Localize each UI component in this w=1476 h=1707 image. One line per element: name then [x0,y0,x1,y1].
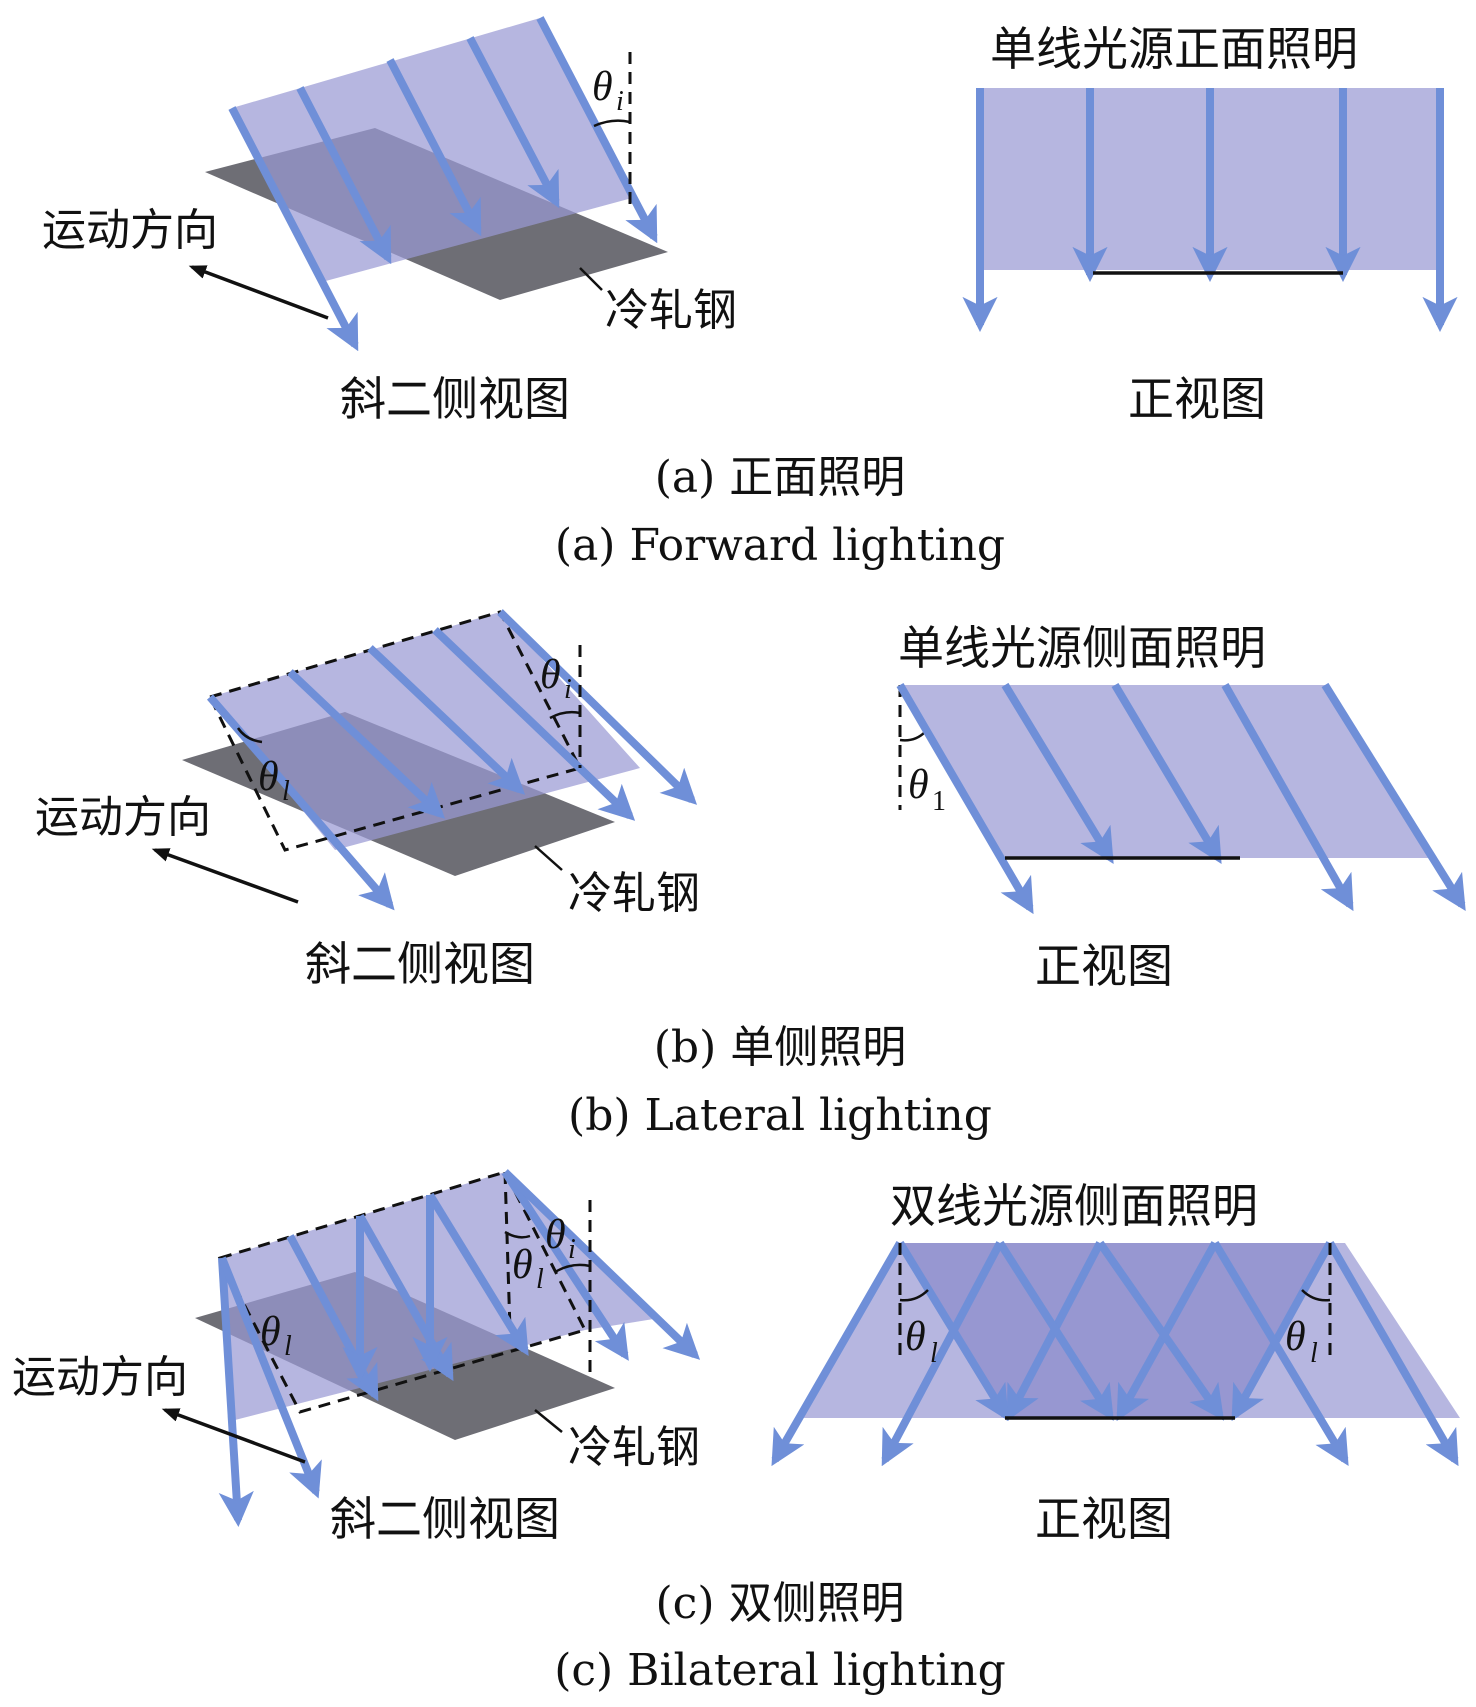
panel-c-oblique-view: θ i θ l θ l 运动方向 冷轧钢 斜二侧视图 [12,1169,701,1546]
light-ray [1001,682,1114,865]
light-ray [1211,1240,1349,1467]
panel-b: θ i θ l 运动方向 冷轧钢 斜二侧视图 单线光源侧面照明 θ 1 正视图 [35,609,1466,1141]
theta-1-symbol: θ [908,762,929,808]
angle-arc [899,731,926,742]
light-ray [296,86,392,265]
light-ray [228,106,359,352]
motion-direction-arrow [188,265,329,320]
light-ray [881,1241,1004,1467]
front-view-label: 正视图 [1035,1492,1173,1546]
caption-en: (c) Bilateral lighting [554,1645,1006,1696]
light-ray [1221,683,1354,912]
theta-l-symbol: θ [512,1242,533,1288]
theta-l-symbol: θ [260,1309,281,1355]
angle-arc [899,1289,929,1302]
steel-leader-line [534,1409,563,1433]
caption-en: (b) Lateral lighting [568,1090,992,1141]
overlap-region [900,1243,1330,1418]
dashed-plane-outline [207,610,583,852]
motion-direction-label: 运动方向 [12,1352,188,1403]
light-ray [432,627,636,821]
light-ray [896,1240,1009,1422]
panel-a-oblique-view: θ i 运动方向 冷轧钢 斜二侧视图 [42,16,737,426]
motion-direction-label: 运动方向 [35,792,211,843]
light-ray [1111,682,1222,865]
angle-arc [554,1263,591,1274]
theta-i-subscript: i [564,674,572,705]
steel-leader-line [534,845,563,871]
light-ray [1321,682,1466,911]
panel-b-front-view: 单线光源侧面照明 θ 1 正视图 [896,621,1466,993]
light-ray [218,1257,254,1528]
light-ray [218,1256,322,1499]
steel-leader-line [579,267,603,291]
light-ray [426,1192,529,1357]
panel-b-oblique-view: θ i θ l 运动方向 冷轧钢 斜二侧视图 [35,609,700,991]
light-plane [232,18,632,282]
light-ray [497,609,698,805]
theta-l-subscript: l [930,1338,938,1369]
oblique-view-label: 斜二侧视图 [330,1492,560,1546]
motion-direction-arrow [151,848,299,904]
light-ray [996,1240,1114,1421]
light-ray [1116,1241,1219,1422]
light-plane [210,612,640,850]
front-view-label: 正视图 [1128,372,1266,426]
theta-i-symbol: θ [592,64,613,110]
motion-direction-label: 运动方向 [42,205,218,256]
light-ray [287,669,446,819]
front-view-title: 双线光源侧面照明 [890,1179,1258,1233]
light-ray [536,16,658,244]
theta-l-symbol: θ [1285,1314,1306,1360]
angle-arc [1301,1289,1331,1302]
steel-label: 冷轧钢 [568,1422,700,1473]
theta-l-subscript: l [284,1331,292,1362]
angle-arc [593,119,631,128]
theta-l-subscript: l [1310,1338,1318,1369]
front-view-title: 单线光源正面照明 [990,22,1358,76]
oblique-view-label: 斜二侧视图 [305,937,535,991]
caption-cn: (b) 单侧照明 [654,1022,906,1073]
oblique-view-label: 斜二侧视图 [340,372,570,426]
light-ray [367,645,526,795]
motion-direction-arrow [161,1408,306,1464]
steel-label: 冷轧钢 [568,868,700,919]
light-ray [1096,1240,1225,1421]
theta-1-subscript: 1 [932,786,946,817]
theta-i-symbol: θ [540,652,561,698]
dashed-plane-outline [217,1170,588,1414]
theta-i-subscript: i [568,1234,576,1265]
theta-i-symbol: θ [545,1212,566,1258]
steel-label: 冷轧钢 [605,285,737,336]
light-ray [386,58,482,237]
panel-c: θ i θ l θ l 运动方向 冷轧钢 斜二侧视图 双线光源侧面照明 [12,1169,1460,1696]
theta-l-symbol: θ [258,754,279,800]
theta-l-subscript: l [282,776,290,807]
light-ray [896,682,1034,915]
light-ray [771,1241,904,1467]
panel-a: θ i 运动方向 冷轧钢 斜二侧视图 单线光源正面照明 正视图 (a) 正面照明… [42,16,1458,571]
angle-arc [504,1230,531,1239]
dashed-edge [503,1171,512,1331]
light-ray [502,1169,701,1360]
caption-cn: (c) 双侧照明 [656,1578,905,1629]
theta-l-symbol: θ [905,1314,926,1360]
angle-arc [236,727,263,744]
angle-arc [549,710,581,720]
panel-c-front-view: 双线光源侧面照明 θ l θ l 正视图 [771,1179,1460,1546]
caption-en: (a) Forward lighting [555,520,1005,571]
panel-a-front-view: 单线光源正面照明 正视图 [962,22,1458,426]
caption-cn: (a) 正面照明 [655,452,906,503]
front-view-title: 单线光源侧面照明 [898,621,1266,675]
theta-i-subscript: i [616,86,624,117]
theta-l-subscript: l [536,1264,544,1295]
light-ray [1231,1241,1334,1422]
light-ray [466,36,560,209]
front-view-label: 正视图 [1035,939,1173,993]
light-ray [1326,1241,1459,1467]
light-ray [501,1169,629,1361]
